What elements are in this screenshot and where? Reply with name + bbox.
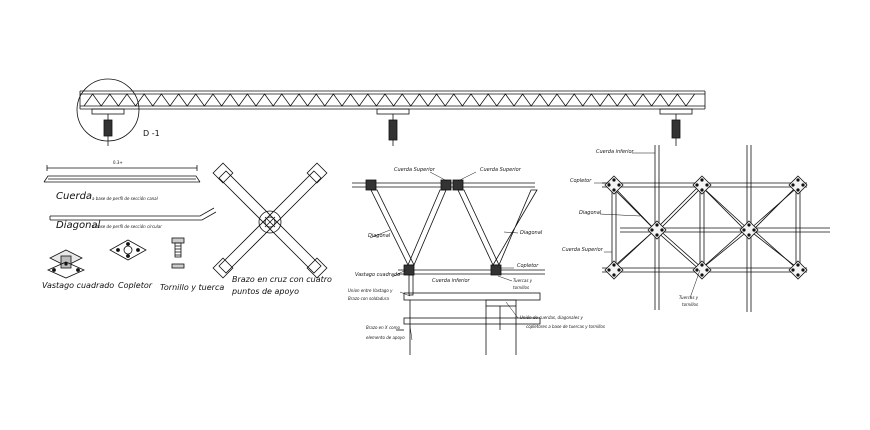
- bolt-dot: [700, 263, 704, 267]
- section-diagonal-left: Diagonal: [368, 233, 391, 239]
- bolt-dot: [612, 188, 616, 192]
- support-left: [91, 108, 125, 146]
- diagonal-title: Diagonal: [56, 220, 101, 231]
- bolt-dot: [607, 268, 611, 272]
- section-cuerda-superior-right: Cuerda Superior: [480, 167, 521, 173]
- bolt-dot: [791, 268, 795, 272]
- diagonal-piece: [49, 207, 217, 221]
- cross-brace: [212, 162, 328, 279]
- bolt-dot: [796, 178, 800, 182]
- bolt-dot: [617, 268, 621, 272]
- brace-label-line1: Brazo en cruz con cuatro: [232, 275, 332, 284]
- cuerda-desc: a base de perfil de sección canal: [92, 196, 158, 201]
- section-cuerda-inferior: Cuerda inferior: [432, 278, 470, 284]
- bolt-dot: [700, 273, 704, 277]
- bolt-dot: [796, 188, 800, 192]
- copletor-plate: [692, 260, 712, 280]
- bolt-dot: [747, 223, 751, 227]
- cuerda-piece: [43, 165, 201, 183]
- copletor-label: Copletor: [118, 281, 153, 290]
- bolt-dot: [655, 233, 659, 237]
- copletor-plate: [788, 260, 808, 280]
- section-union-line2: Brazo con soldadura: [348, 296, 389, 301]
- bolt-dot: [655, 223, 659, 227]
- bolt-dot: [660, 228, 664, 232]
- bolt-dot: [700, 178, 704, 182]
- tornillo-part: [171, 237, 185, 269]
- copletor-plate: [604, 260, 624, 280]
- bolt-dot: [617, 183, 621, 187]
- bolt-dot: [742, 228, 746, 232]
- plan-tuercas-line2: tornillos: [682, 302, 699, 307]
- copletor-plate: [692, 175, 712, 195]
- vastago-label: Vastago cuadrado: [42, 281, 115, 290]
- bolt-dot: [705, 268, 709, 272]
- plan-cuerda-superior: Cuerda Superior: [562, 247, 603, 253]
- section-vastago: Vastago cuadrado: [355, 272, 401, 278]
- tornillo-label: Tornillo y tuerca: [160, 283, 225, 292]
- dimension-label: 0.3+: [113, 160, 123, 165]
- plan-diagonal: Diagonal: [579, 210, 602, 216]
- section-cuerda-superior-left: Cuerda Superior: [394, 167, 435, 173]
- bolt-dot: [796, 273, 800, 277]
- plan-copletor: Copletor: [570, 178, 592, 184]
- bolt-dot: [607, 183, 611, 187]
- bolt-dot: [612, 263, 616, 267]
- section-copletor: Copletor: [517, 263, 539, 269]
- bolt-dot: [747, 233, 751, 237]
- bolt-dot: [705, 183, 709, 187]
- bolt-dot: [700, 188, 704, 192]
- brace-label-line2: puntos de apoyo: [232, 287, 300, 296]
- support-right: [659, 108, 693, 146]
- section-union-line1: Union entre Vastago y: [348, 288, 393, 293]
- copletor-plate: [604, 175, 624, 195]
- copletor-plate: [739, 220, 759, 240]
- bolt-dot: [801, 183, 805, 187]
- bolt-dot: [801, 268, 805, 272]
- plan-tuercas-line1: Tuercas y: [679, 295, 699, 300]
- section-union-cuerdas-line2: copletores a base de tuercas y tornillos: [526, 324, 605, 329]
- truss-elevation: [76, 78, 706, 146]
- bolt-dot: [695, 183, 699, 187]
- plan-cuerda-inferior: Cuerda inferior: [596, 149, 634, 155]
- bolt-dot: [791, 183, 795, 187]
- cuerda-title: Cuerda: [56, 191, 93, 202]
- copletor-part: [109, 239, 147, 261]
- vastago-part: [47, 249, 85, 279]
- section-tuercas-line2: tornillos: [513, 285, 530, 290]
- copletor-plate: [647, 220, 667, 240]
- support-middle: [376, 108, 410, 146]
- bolt-dot: [612, 273, 616, 277]
- plan-view: [602, 145, 830, 312]
- section-brazo-x-line1: Brazo en X como: [366, 325, 400, 330]
- section-brazo-x-line2: elemento de apoyo: [366, 335, 405, 340]
- bolt-dot: [695, 268, 699, 272]
- detail-label: D -1: [143, 129, 160, 138]
- bolt-dot: [752, 228, 756, 232]
- section-tuercas-line1: Tuercas y: [513, 278, 533, 283]
- section-view: [352, 179, 545, 355]
- bolt-dot: [796, 263, 800, 267]
- leader-lines: [369, 152, 701, 341]
- section-union-cuerdas-line1: Unión de cuerdas, diagonales y: [520, 315, 583, 320]
- copletor-plate: [788, 175, 808, 195]
- bolt-dot: [612, 178, 616, 182]
- diagonal-desc: a base de perfil de sección circular: [92, 224, 162, 229]
- bolt-dot: [650, 228, 654, 232]
- section-diagonal-right: Diagonal: [520, 230, 543, 236]
